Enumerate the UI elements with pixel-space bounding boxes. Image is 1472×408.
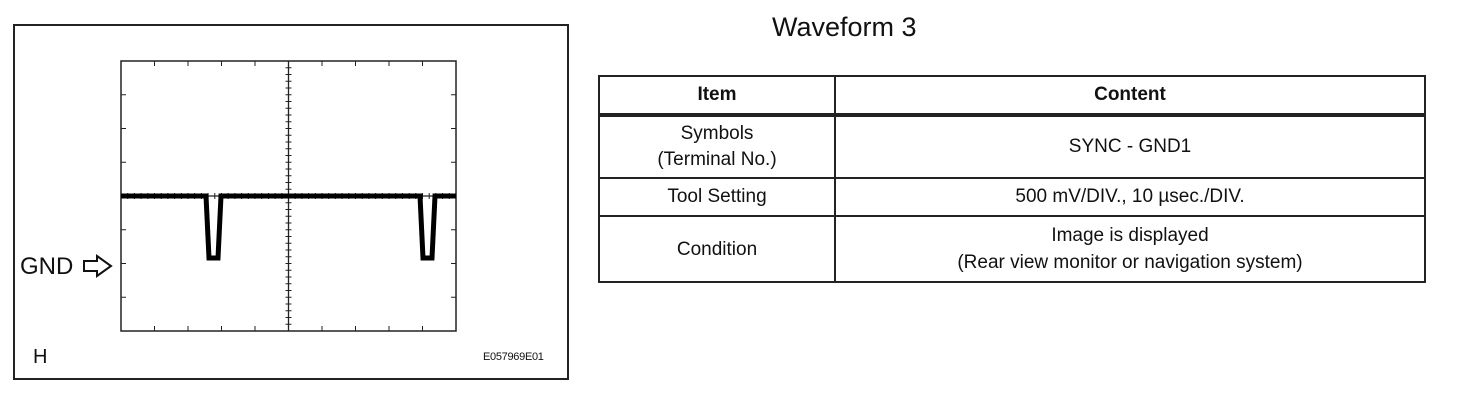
table-row: Symbols (Terminal No.) SYNC - GND1: [598, 114, 1426, 179]
figure-id: E057969E01: [483, 351, 544, 363]
oscilloscope-panel: [13, 24, 569, 380]
row-item-text: Symbols: [680, 123, 754, 144]
row-item-cell: Tool Setting: [598, 177, 836, 217]
table-row: Condition Image is displayed (Rear view …: [598, 215, 1426, 283]
row-item-cell: Condition: [598, 215, 836, 283]
table-header-row: Item Content: [598, 75, 1426, 116]
row-content-cell: SYNC - GND1: [834, 114, 1426, 179]
gnd-label: GND: [20, 253, 74, 280]
header-content: Content: [834, 75, 1426, 116]
corner-label: H: [33, 346, 48, 368]
hollow-right-arrow-icon: [83, 254, 113, 278]
row-content-text: SYNC - GND1: [1068, 136, 1192, 157]
row-content-text: Image is displayed: [1051, 225, 1209, 246]
waveform-info-table: Item Content Symbols (Terminal No.) SYNC…: [598, 75, 1426, 283]
header-item: Item: [598, 75, 836, 116]
row-item-text: Tool Setting: [667, 186, 767, 207]
row-item-text: Condition: [676, 238, 758, 260]
row-item-text: (Terminal No.): [657, 149, 777, 170]
row-content-cell: 500 mV/DIV., 10 µsec./DIV.: [834, 177, 1426, 217]
waveform-title: Waveform 3: [772, 12, 917, 42]
row-content-cell: Image is displayed (Rear view monitor or…: [834, 215, 1426, 283]
row-item-cell: Symbols (Terminal No.): [598, 114, 836, 179]
table-row: Tool Setting 500 mV/DIV., 10 µsec./DIV.: [598, 177, 1426, 217]
row-content-text: 500 mV/DIV., 10 µsec./DIV.: [1015, 186, 1245, 207]
row-content-text: (Rear view monitor or navigation system): [957, 252, 1303, 273]
sync-waveform-trace: [121, 193, 456, 261]
